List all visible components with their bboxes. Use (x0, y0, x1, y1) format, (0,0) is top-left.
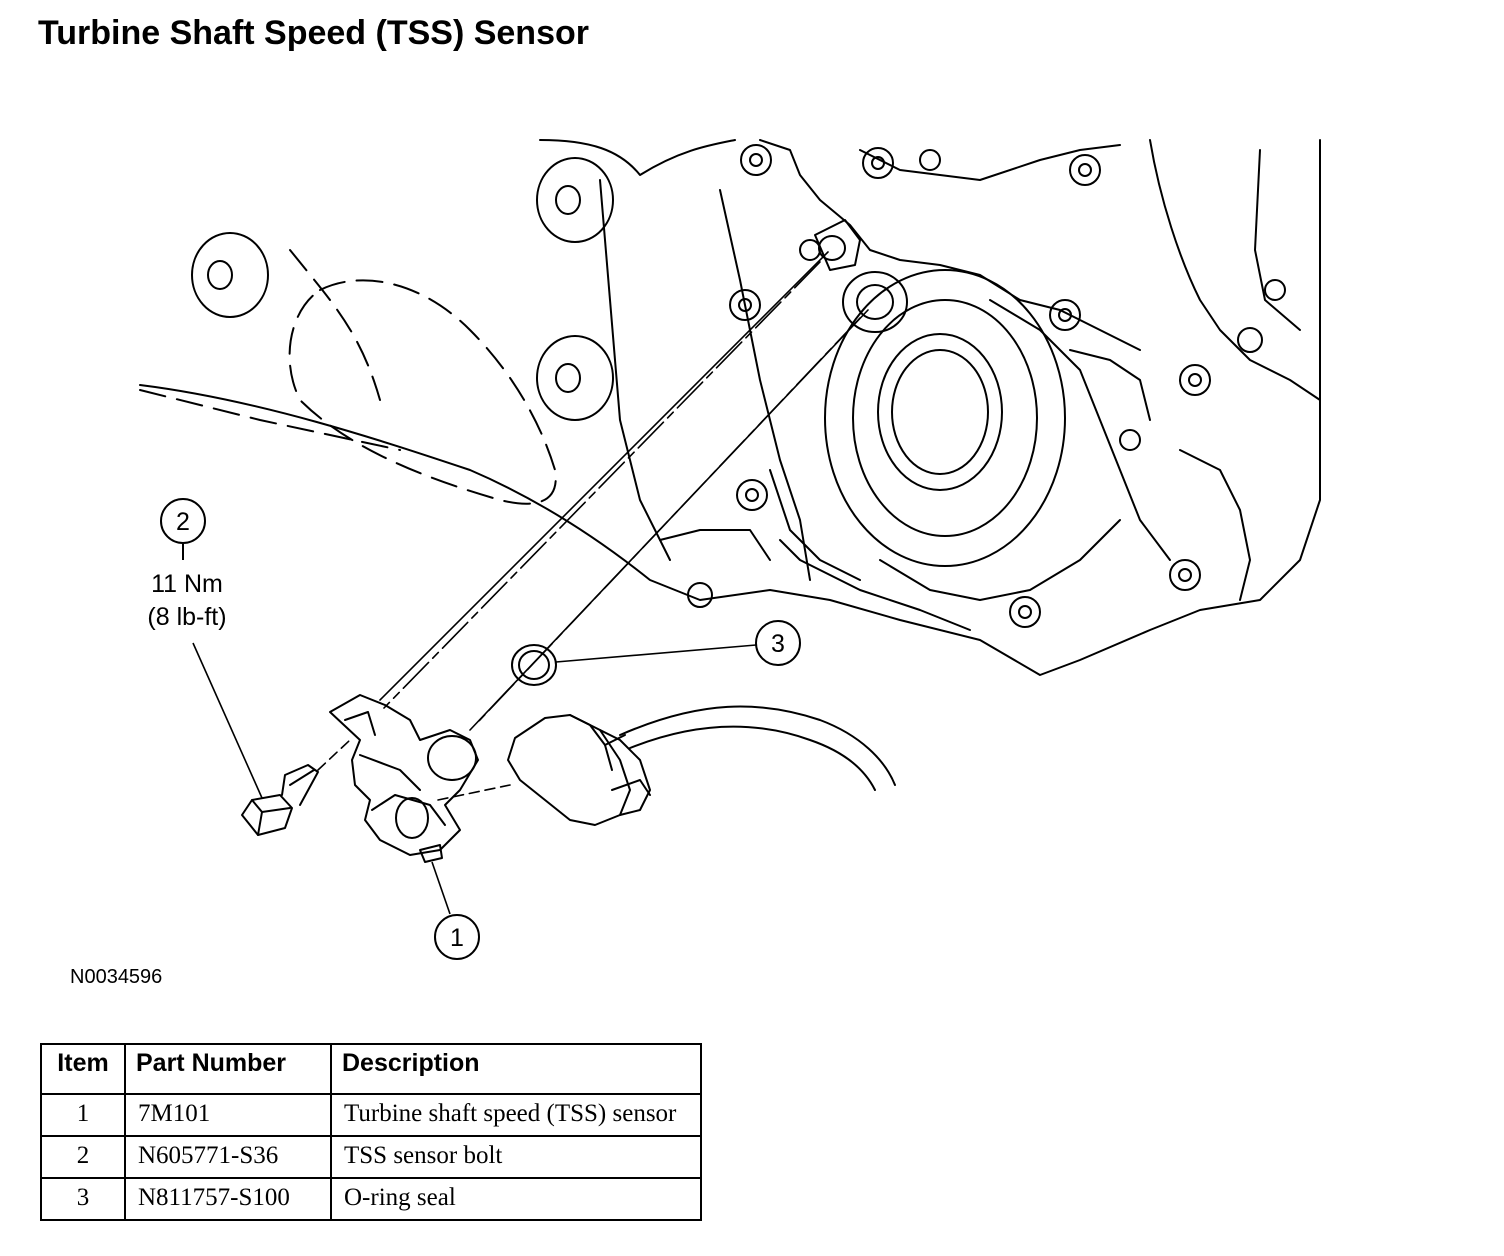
column-header-item: Item (40, 1043, 126, 1095)
bell-housing-outline (139, 249, 557, 505)
wiring-harness-connector (507, 705, 896, 826)
case-bolts (687, 144, 1286, 628)
table-row: 2 N605771-S36 TSS sensor bolt (40, 1135, 702, 1179)
callout-3-number: 3 (771, 630, 785, 658)
page-title: Turbine Shaft Speed (TSS) Sensor (38, 14, 589, 52)
callout-2-torque-imperial: (8 lb-ft) (147, 603, 226, 631)
installation-lines (317, 251, 869, 801)
table-header-row: Item Part Number Description (40, 1043, 702, 1095)
item-number: 1 (40, 1093, 126, 1137)
callout-1: 1 (431, 861, 480, 960)
part-description: O-ring seal (330, 1177, 702, 1221)
part-number: N811757-S100 (124, 1177, 332, 1221)
table-row: 3 N811757-S100 O-ring seal (40, 1177, 702, 1221)
item-number: 3 (40, 1177, 126, 1221)
part-number: 7M101 (124, 1093, 332, 1137)
case-mounting-bosses (191, 157, 614, 421)
column-header-part-number: Part Number (124, 1043, 332, 1095)
callout-2-torque-metric: 11 Nm (151, 570, 223, 598)
part-number: N605771-S36 (124, 1135, 332, 1179)
sensor-bore-boss (814, 219, 861, 271)
sensor-bolt (241, 764, 319, 836)
item-number: 2 (40, 1135, 126, 1179)
callout-2-number: 2 (176, 508, 190, 536)
callout-1-number: 1 (450, 924, 464, 952)
transmission-case (139, 139, 1321, 676)
column-header-description: Description (330, 1043, 702, 1095)
part-description: Turbine shaft speed (TSS) sensor (330, 1093, 702, 1137)
tss-sensor (329, 694, 479, 863)
seal-housing (824, 269, 1066, 567)
table-row: 1 7M101 Turbine shaft speed (TSS) sensor (40, 1093, 702, 1137)
exploded-view-diagram: 2 11 Nm (8 lb-ft) 3 1 N0034596 (70, 139, 1321, 988)
figure-id: N0034596 (70, 966, 162, 988)
callout-2: 2 11 Nm (8 lb-ft) (147, 498, 263, 799)
o-ring-seal (511, 644, 557, 686)
callout-3: 3 (555, 620, 801, 666)
parts-table: Item Part Number Description 1 7M101 Tur… (40, 1043, 702, 1221)
part-description: TSS sensor bolt (330, 1135, 702, 1179)
